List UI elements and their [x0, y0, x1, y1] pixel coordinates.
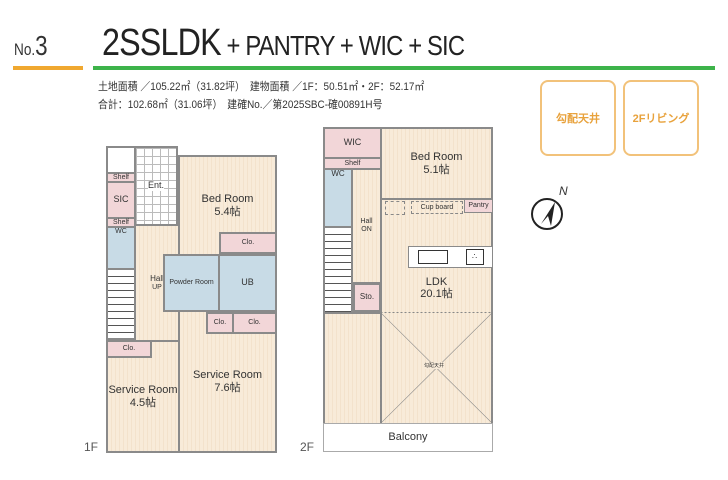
2f-balcony: Balcony: [323, 423, 493, 452]
area-info-line1: 土地面積 ／105.22㎡（31.82坪） 建物面積 ／1F：50.51㎡・2F…: [98, 81, 425, 93]
page-title: 2SSLDK + PANTRY + WIC + SIC: [102, 22, 465, 64]
1f-closet-b: Clo.: [232, 312, 277, 334]
orange-underline: [13, 66, 83, 70]
plan-number: No.3: [14, 30, 48, 61]
2f-fridge-space: [385, 201, 405, 215]
1f-stairs: [106, 268, 136, 340]
1f-sic: SIC: [106, 181, 136, 219]
2f-sloped-ceiling-label: 勾配天井: [424, 362, 445, 369]
1f-wc: WC: [106, 226, 136, 270]
north-label: N: [559, 184, 568, 198]
2f-ldk-west: [323, 312, 383, 425]
sink-icon: [417, 250, 448, 264]
2f-cupboard: Cup board: [411, 201, 463, 214]
badge-sloped-ceiling: 勾配天井: [540, 80, 616, 156]
badge-2f-living: 2Fリビング: [623, 80, 699, 156]
1f-unit-bath: UB: [218, 254, 277, 312]
1f-bed-closet: Clo.: [219, 232, 277, 254]
entrance-label: Ent.: [147, 180, 164, 191]
2f-stairs: [323, 226, 353, 314]
green-underline: [93, 66, 715, 70]
2f-wic: WIC: [323, 127, 382, 159]
floor-2-label: 2F: [300, 440, 315, 454]
2f-storage: Sto.: [353, 283, 381, 312]
1f-closet-left: Clo.: [106, 340, 152, 358]
1f-powder-room: Powder Room: [163, 254, 220, 312]
2f-pantry: Pantry: [464, 199, 493, 213]
floor-1-label: 1F: [84, 440, 99, 454]
1f-entrance: Ent.: [134, 146, 178, 226]
2f-wc: WC: [323, 168, 353, 228]
area-info-line2: 合計：102.68㎡（31.06坪） 建確No.／第2025SBC-確00891…: [98, 99, 383, 111]
2f-kitchen-counter: ∴: [408, 246, 493, 268]
stove-icon: ∴: [465, 249, 484, 265]
1f-closet-a: Clo.: [206, 312, 234, 334]
north-arrow-icon: N: [531, 184, 571, 251]
